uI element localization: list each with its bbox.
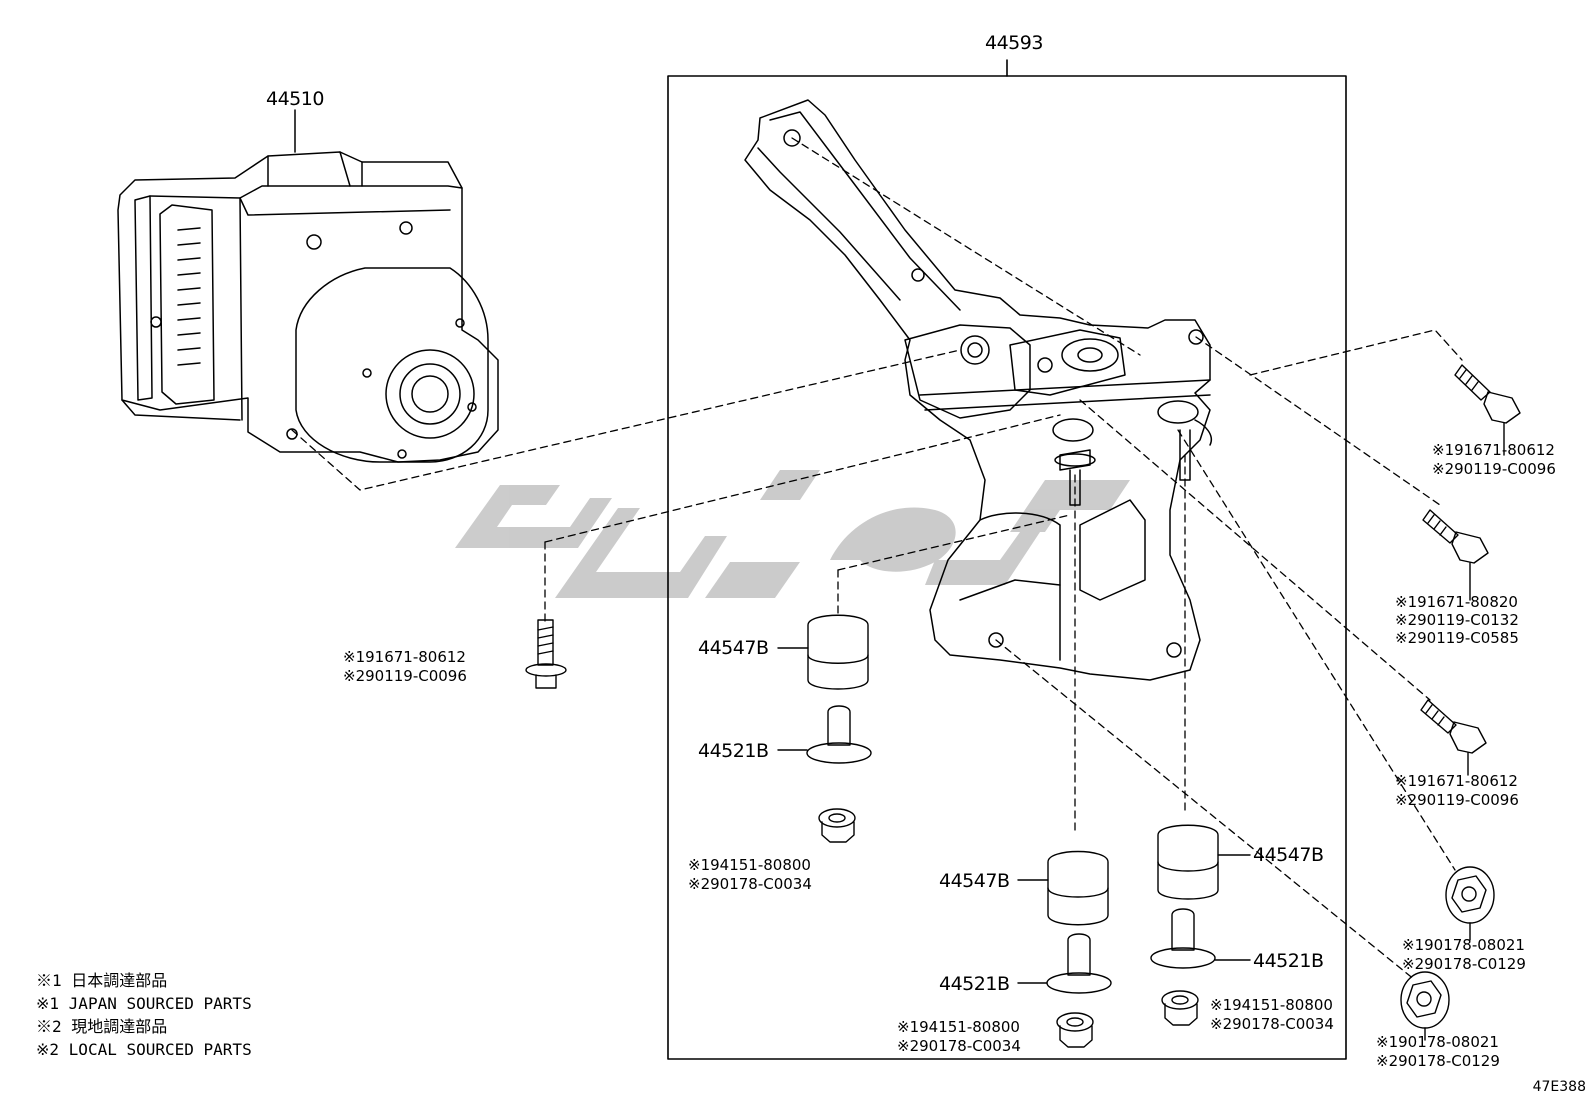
legend-line-3: ※2 現地調達部品 (36, 1017, 168, 1036)
nut-bottom-center (1056, 1012, 1094, 1048)
drawing-code: 47E388 (1532, 1079, 1586, 1095)
legend-line-1: ※1 日本調達部品 (36, 971, 168, 990)
pn-nut-left-2: ※290178-C0034 (688, 875, 812, 893)
pn-bolt-right-low-1: ※191671-80612 (1395, 772, 1518, 790)
callout-collar-center: 44521B (939, 973, 1010, 995)
callout-collar-right: 44521B (1253, 950, 1324, 972)
collar-left (777, 705, 872, 764)
callout-cushion-left: 44547B (698, 637, 769, 659)
pn-flange-nut-2-b: ※290178-C0129 (1376, 1052, 1500, 1070)
callout-abs-unit: 44510 (266, 88, 324, 110)
pn-bolt-right-mid-2: ※290119-C0132 (1395, 611, 1519, 629)
pn-nut-bottom-right-1: ※194151-80800 (1210, 996, 1333, 1014)
cushion-center (1017, 850, 1109, 926)
cushion-right (1157, 824, 1251, 900)
pn-bolt-right-top-2: ※290119-C0096 (1432, 460, 1556, 478)
legend-line-2: ※1 JAPAN SOURCED PARTS (36, 994, 252, 1013)
nut-left (818, 808, 856, 843)
pn-flange-nut-1-b: ※290178-C0129 (1402, 955, 1526, 973)
pn-nut-bottom-center-2: ※290178-C0034 (897, 1037, 1021, 1055)
dashed-guide-lines (291, 137, 1463, 981)
nut-bottom-right (1161, 990, 1199, 1026)
pn-flange-nut-1-a: ※190178-08021 (1402, 936, 1525, 954)
flange-nut-1 (1445, 866, 1495, 941)
pn-bolt-right-low-2: ※290119-C0096 (1395, 791, 1519, 809)
bolt-right-low (1420, 699, 1487, 776)
cushion-left (777, 614, 869, 690)
pn-bolt-left-1: ※191671-80612 (343, 648, 466, 666)
pn-flange-nut-2-a: ※190178-08021 (1376, 1033, 1499, 1051)
pn-bolt-right-top-1: ※191671-80612 (1432, 441, 1555, 459)
collar-center (1017, 933, 1112, 994)
watermark-logo (455, 470, 1130, 598)
pn-bolt-left-2: ※290119-C0096 (343, 667, 467, 685)
pn-bolt-right-mid-3: ※290119-C0585 (1395, 629, 1519, 647)
callout-bracket-assy: 44593 (985, 32, 1043, 54)
callout-cushion-center: 44547B (939, 870, 1010, 892)
pn-nut-left-1: ※194151-80800 (688, 856, 811, 874)
bolt-right-mid (1422, 509, 1489, 601)
pn-bolt-right-mid-1: ※191671-80820 (1395, 593, 1518, 611)
pn-nut-bottom-center-1: ※194151-80800 (897, 1018, 1020, 1036)
callout-cushion-right: 44547B (1253, 844, 1324, 866)
callout-collar-left: 44521B (698, 740, 769, 762)
collar-right (1150, 908, 1251, 969)
bracket-body (744, 99, 1212, 681)
pn-nut-bottom-right-2: ※290178-C0034 (1210, 1015, 1334, 1033)
flange-nut-2 (1400, 971, 1450, 1041)
bolt-left (525, 619, 567, 689)
bolt-right-top (1454, 364, 1521, 456)
abs-actuator-unit (117, 109, 499, 463)
legend-line-4: ※2 LOCAL SOURCED PARTS (36, 1040, 252, 1059)
